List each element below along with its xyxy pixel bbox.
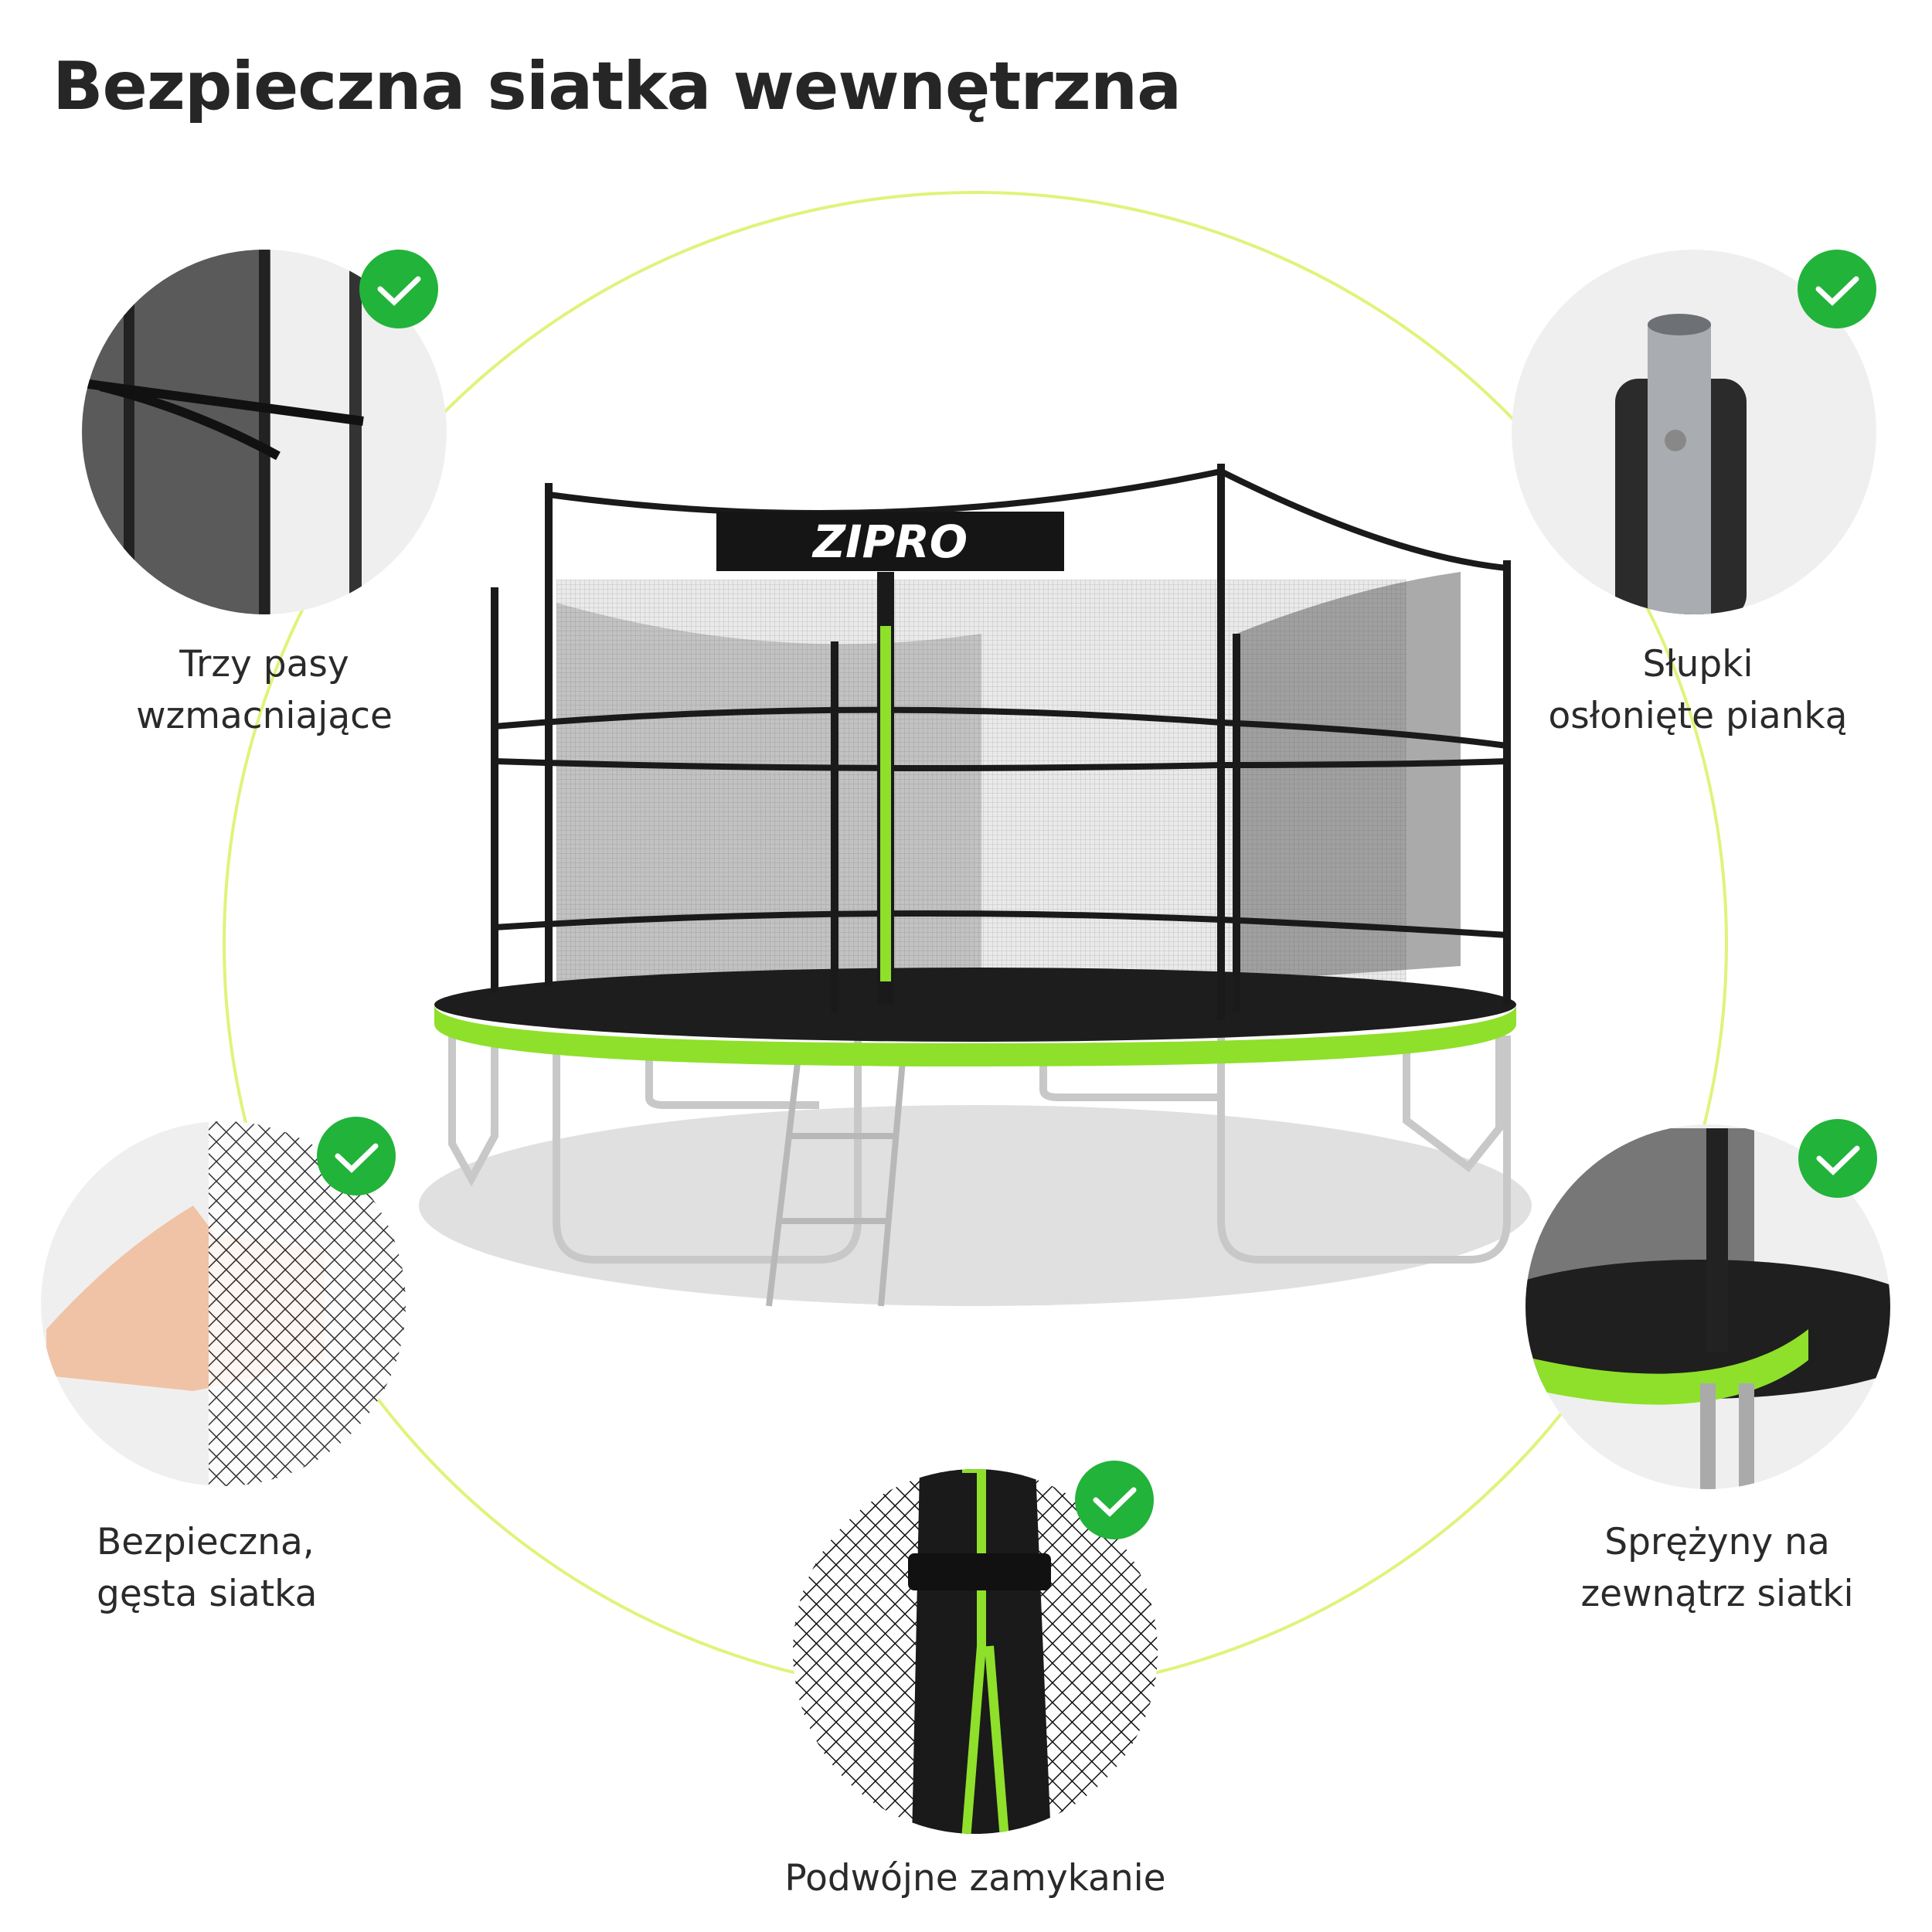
feature-label-straps: Trzy pasy wzmacniające xyxy=(32,638,496,742)
trampoline-illustration: ZIPRO xyxy=(419,464,1532,1307)
check-icon xyxy=(1075,1461,1154,1539)
check-icon xyxy=(317,1117,396,1196)
check-icon xyxy=(359,250,438,328)
brand-banner xyxy=(716,512,1064,571)
label-line: Sprężyny na xyxy=(1604,1521,1830,1563)
detail-springs-outside xyxy=(1526,1124,1890,1489)
label-line: osłonięte pianką xyxy=(1548,695,1848,737)
check-icon xyxy=(1798,250,1876,328)
detail-foam-poles xyxy=(1512,250,1876,614)
feature-label-springs: Sprężyny na zewnątrz siatki xyxy=(1485,1516,1932,1620)
label-line: gęsta siatka xyxy=(97,1573,318,1615)
label-line: Podwójne zamykanie xyxy=(784,1857,1166,1900)
page-title: Bezpieczna siatka wewnętrzna xyxy=(53,48,1182,125)
feature-label-zipper: Podwójne zamykanie xyxy=(743,1852,1207,1904)
check-icon xyxy=(1798,1119,1877,1198)
label-line: Bezpieczna, xyxy=(97,1521,315,1563)
detail-dense-net xyxy=(41,1121,406,1486)
label-line: wzmacniające xyxy=(136,695,393,737)
label-line: Słupki xyxy=(1642,643,1753,685)
feature-label-poles: Słupki osłonięte pianką xyxy=(1466,638,1930,742)
label-line: Trzy pasy xyxy=(179,643,349,685)
label-line: zewnątrz siatki xyxy=(1580,1573,1854,1615)
brand-logo: ZIPRO xyxy=(811,515,968,568)
feature-label-net: Bezpieczna, gęsta siatka xyxy=(97,1516,317,1620)
detail-double-zipper xyxy=(793,1469,1158,1834)
